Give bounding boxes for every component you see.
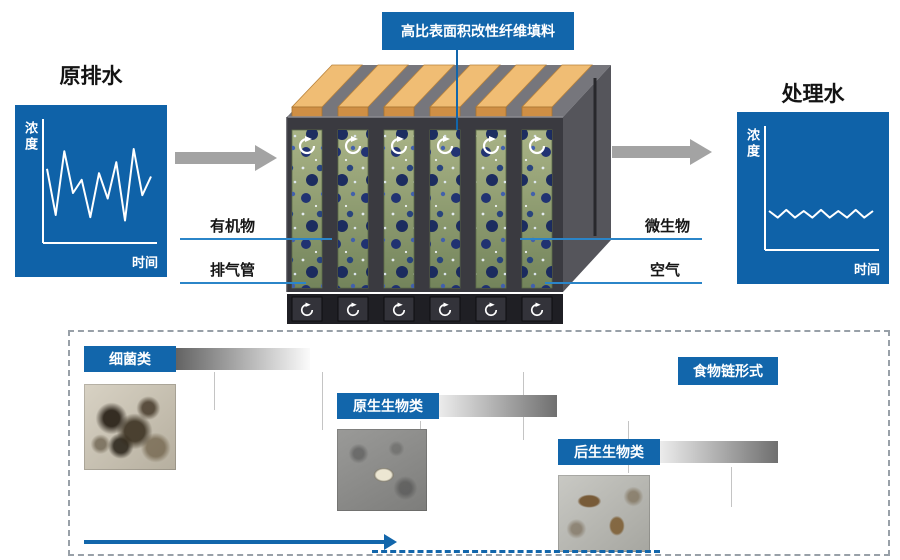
stage-protozoa-label: 原生生物类 — [337, 393, 439, 419]
organic-matter-label: 有机物 — [210, 218, 256, 235]
stage-bacteria-gradient-bar — [176, 348, 310, 370]
fiber-filler-callout-label: 高比表面积改性纤维填料 — [401, 23, 555, 39]
influent-ylabel: 浓度 — [23, 121, 38, 153]
air-callout-line — [545, 282, 702, 284]
effluent-chart: 浓度 时间 — [737, 112, 889, 284]
air-label: 空气 — [650, 262, 681, 279]
stage-bacteria-label: 细菌类 — [84, 346, 176, 372]
food-chain-arrow-icon — [84, 534, 398, 550]
stage-protozoa-gradient-bar — [439, 395, 557, 417]
exhaust-pipe-callout-line — [180, 282, 306, 284]
fiber-filler-callout: 高比表面积改性纤维填料 — [382, 12, 574, 50]
stage-metazoa-gradient-bar — [660, 441, 778, 463]
organic-matter-callout-line — [180, 238, 332, 240]
effluent-ylabel: 浓度 — [745, 128, 760, 160]
stage-bacteria-label-text: 细菌类 — [109, 351, 151, 367]
effluent-flow-arrow-icon — [612, 139, 712, 165]
stage-protozoa-label-text: 原生生物类 — [353, 398, 423, 414]
bioreactor-illustration — [286, 64, 611, 324]
food-chain-panel — [68, 330, 890, 556]
stage-metazoa-label: 后生生物类 — [558, 439, 660, 465]
tick-line — [214, 372, 215, 410]
metazoa-micrograph — [558, 475, 650, 552]
effluent-chart-plot — [764, 126, 879, 251]
influent-title: 原排水 — [59, 65, 123, 88]
stage-metazoa-label-text: 后生生物类 — [574, 444, 644, 460]
bacteria-micrograph — [84, 384, 176, 470]
food-chain-corner-label-text: 食物链形式 — [693, 363, 763, 379]
bottom-blue-dashed-line — [372, 550, 660, 553]
exhaust-pipe-label: 排气管 — [210, 262, 256, 279]
protozoa-micrograph — [337, 429, 427, 511]
aeration-compartments — [291, 296, 553, 322]
tick-line — [731, 467, 732, 507]
microbe-callout-line — [520, 238, 702, 240]
influent-flow-arrow-icon — [175, 145, 277, 171]
effluent-xlabel: 时间 — [853, 262, 880, 277]
effluent-title: 处理水 — [781, 83, 845, 106]
fiber-panels — [291, 129, 553, 289]
fiber-filler-connector-line — [456, 50, 458, 130]
influent-xlabel: 时间 — [131, 255, 158, 270]
influent-chart: 浓度 时间 — [15, 105, 167, 277]
tick-line — [322, 372, 323, 430]
influent-chart-plot — [42, 119, 157, 244]
food-chain-corner-label: 食物链形式 — [678, 357, 778, 385]
microbe-label: 微生物 — [645, 218, 691, 235]
